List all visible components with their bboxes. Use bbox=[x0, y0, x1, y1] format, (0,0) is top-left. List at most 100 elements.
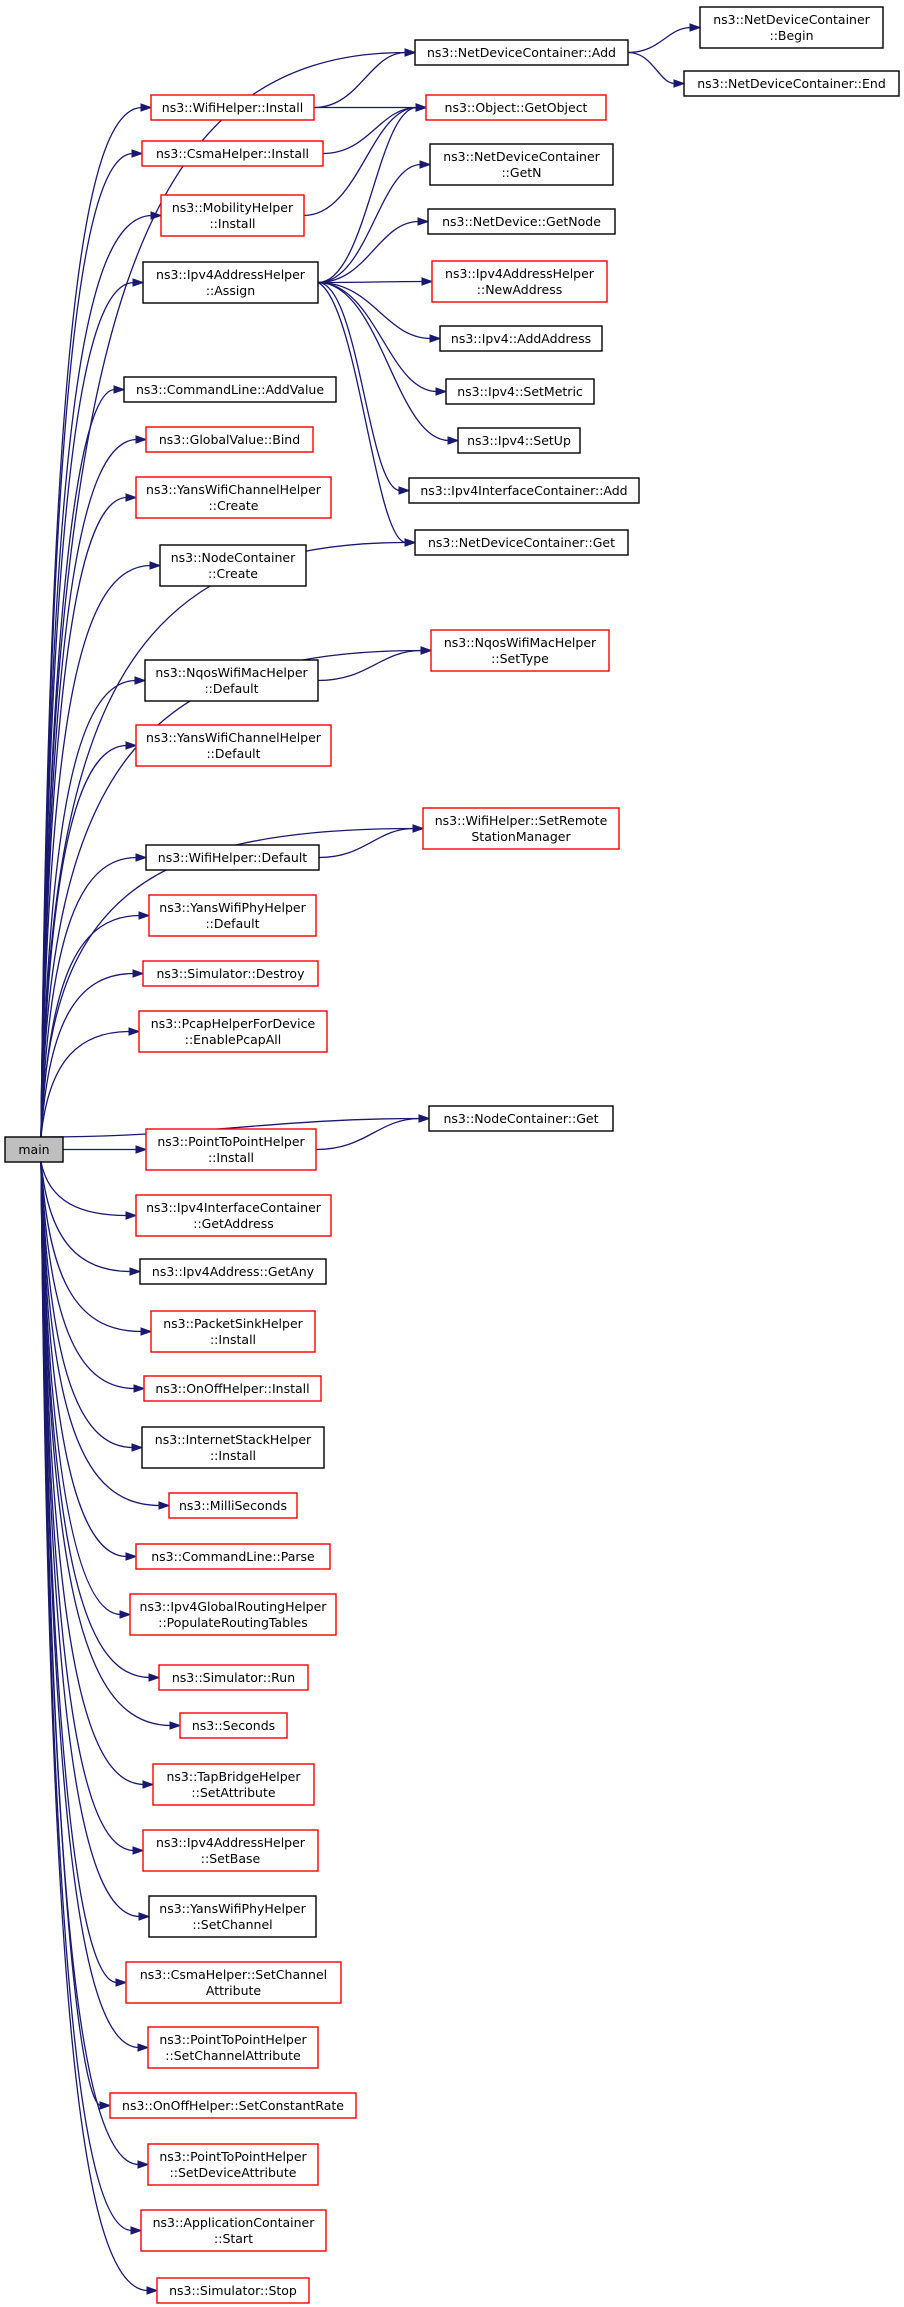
node-yansphy-default[interactable]: ns3::YansWifiPhyHelper::Default bbox=[148, 894, 317, 937]
node-nqos-settype[interactable]: ns3::NqosWifiMacHelper::SetType bbox=[430, 629, 610, 672]
node-internetstack-install[interactable]: ns3::InternetStackHelper::Install bbox=[141, 1426, 325, 1469]
node-internetstack-install-box[interactable] bbox=[141, 1426, 325, 1469]
node-csma-setchannelattr-box[interactable] bbox=[125, 1961, 342, 2004]
node-getobject[interactable]: ns3::Object::GetObject bbox=[425, 94, 607, 121]
node-ipv4-setup-box[interactable] bbox=[457, 427, 581, 454]
node-ndc-begin[interactable]: ns3::NetDeviceContainer::Begin bbox=[699, 6, 884, 49]
node-tapbridge-setattribute-box[interactable] bbox=[152, 1763, 315, 1806]
node-p2p-install[interactable]: ns3::PointToPointHelper::Install bbox=[145, 1128, 317, 1171]
node-wifihelper-install[interactable]: ns3::WifiHelper::Install bbox=[150, 94, 315, 121]
node-cmd-parse-box[interactable] bbox=[135, 1543, 331, 1570]
node-sim-run[interactable]: ns3::Simulator::Run bbox=[158, 1664, 309, 1691]
node-ipv4addr-setbase[interactable]: ns3::Ipv4AddressHelper::SetBase bbox=[142, 1829, 319, 1872]
node-netdevice-getnode[interactable]: ns3::NetDevice::GetNode bbox=[427, 208, 616, 235]
node-ndc-end[interactable]: ns3::NetDeviceContainer::End bbox=[683, 70, 900, 97]
node-p2p-setdeviceattr[interactable]: ns3::PointToPointHelper::SetDeviceAttrib… bbox=[147, 2143, 319, 2186]
node-pcap-enableall[interactable]: ns3::PcapHelperForDevice::EnablePcapAll bbox=[138, 1010, 328, 1053]
node-ipv4addr-newaddress-box[interactable] bbox=[431, 260, 608, 303]
node-yanschan-default[interactable]: ns3::YansWifiChannelHelper::Default bbox=[135, 724, 332, 767]
node-ipv4addr-assign[interactable]: ns3::Ipv4AddressHelper::Assign bbox=[142, 261, 319, 304]
node-mobility-install[interactable]: ns3::MobilityHelper::Install bbox=[160, 194, 305, 237]
node-yansphy-default-box[interactable] bbox=[148, 894, 317, 937]
node-pcap-enableall-box[interactable] bbox=[138, 1010, 328, 1053]
node-ipv4addr-setbase-box[interactable] bbox=[142, 1829, 319, 1872]
node-csma-install[interactable]: ns3::CsmaHelper::Install bbox=[141, 140, 324, 167]
node-appcontainer-start-box[interactable] bbox=[140, 2209, 327, 2252]
node-onoff-setconstantrate-box[interactable] bbox=[109, 2092, 357, 2119]
node-ipv4ic-getaddress[interactable]: ns3::Ipv4InterfaceContainer::GetAddress bbox=[135, 1194, 332, 1237]
node-p2p-setdeviceattr-box[interactable] bbox=[147, 2143, 319, 2186]
node-milliseconds[interactable]: ns3::MilliSeconds bbox=[168, 1492, 298, 1519]
node-nc-get-box[interactable] bbox=[428, 1105, 614, 1132]
node-ndc-get-box[interactable] bbox=[414, 529, 629, 556]
node-ndc-add[interactable]: ns3::NetDeviceContainer::Add bbox=[414, 39, 629, 66]
node-mobility-install-box[interactable] bbox=[160, 194, 305, 237]
node-main[interactable]: main bbox=[4, 1136, 64, 1163]
node-milliseconds-box[interactable] bbox=[168, 1492, 298, 1519]
node-wifihelper-setremote-box[interactable] bbox=[422, 807, 620, 850]
node-ipv4ic-add-box[interactable] bbox=[408, 477, 640, 504]
node-packetsink-install[interactable]: ns3::PacketSinkHelper::Install bbox=[150, 1310, 316, 1353]
node-getobject-box[interactable] bbox=[425, 94, 607, 121]
node-ndc-end-box[interactable] bbox=[683, 70, 900, 97]
node-onoff-setconstantrate[interactable]: ns3::OnOffHelper::SetConstantRate bbox=[109, 2092, 357, 2119]
node-nc-get[interactable]: ns3::NodeContainer::Get bbox=[428, 1105, 614, 1132]
node-nqos-settype-box[interactable] bbox=[430, 629, 610, 672]
node-p2p-setchannelattr-box[interactable] bbox=[147, 2026, 319, 2069]
node-p2p-setchannelattr[interactable]: ns3::PointToPointHelper::SetChannelAttri… bbox=[147, 2026, 319, 2069]
node-ipv4address-getany[interactable]: ns3::Ipv4Address::GetAny bbox=[139, 1258, 327, 1285]
node-wifihelper-default[interactable]: ns3::WifiHelper::Default bbox=[145, 844, 320, 871]
node-globalvalue-bind-box[interactable] bbox=[145, 426, 314, 453]
node-ndc-getn[interactable]: ns3::NetDeviceContainer::GetN bbox=[429, 143, 614, 186]
node-wifihelper-default-box[interactable] bbox=[145, 844, 320, 871]
node-ipv4addr-assign-box[interactable] bbox=[142, 261, 319, 304]
node-packetsink-install-box[interactable] bbox=[150, 1310, 316, 1353]
node-sim-stop-box[interactable] bbox=[156, 2277, 310, 2304]
node-yanschan-create-box[interactable] bbox=[135, 476, 332, 519]
node-ipv4-setmetric-box[interactable] bbox=[445, 378, 595, 405]
node-yansphy-setchannel-box[interactable] bbox=[148, 1895, 317, 1938]
node-ipv4-setmetric[interactable]: ns3::Ipv4::SetMetric bbox=[445, 378, 595, 405]
node-sim-run-box[interactable] bbox=[158, 1664, 309, 1691]
node-yanschan-create[interactable]: ns3::YansWifiChannelHelper::Create bbox=[135, 476, 332, 519]
node-ndc-begin-box[interactable] bbox=[699, 6, 884, 49]
node-ipv4-addaddress-box[interactable] bbox=[439, 325, 603, 352]
node-seconds-box[interactable] bbox=[179, 1712, 288, 1739]
node-nc-create[interactable]: ns3::NodeContainer::Create bbox=[159, 544, 307, 587]
node-ipv4-addaddress[interactable]: ns3::Ipv4::AddAddress bbox=[439, 325, 603, 352]
node-ipv4global-populate-box[interactable] bbox=[129, 1593, 337, 1636]
node-ipv4address-getany-box[interactable] bbox=[139, 1258, 327, 1285]
node-yansphy-setchannel[interactable]: ns3::YansWifiPhyHelper::SetChannel bbox=[148, 1895, 317, 1938]
node-ipv4ic-add[interactable]: ns3::Ipv4InterfaceContainer::Add bbox=[408, 477, 640, 504]
node-sim-destroy[interactable]: ns3::Simulator::Destroy bbox=[142, 960, 319, 987]
node-main-box[interactable] bbox=[4, 1136, 64, 1163]
node-ndc-add-box[interactable] bbox=[414, 39, 629, 66]
node-ipv4ic-getaddress-box[interactable] bbox=[135, 1194, 332, 1237]
node-cmd-addvalue-box[interactable] bbox=[123, 376, 337, 403]
node-sim-stop[interactable]: ns3::Simulator::Stop bbox=[156, 2277, 310, 2304]
node-csma-install-box[interactable] bbox=[141, 140, 324, 167]
node-ipv4addr-newaddress[interactable]: ns3::Ipv4AddressHelper::NewAddress bbox=[431, 260, 608, 303]
node-cmd-addvalue[interactable]: ns3::CommandLine::AddValue bbox=[123, 376, 337, 403]
node-onoff-install-box[interactable] bbox=[143, 1375, 322, 1402]
node-wifihelper-install-box[interactable] bbox=[150, 94, 315, 121]
node-globalvalue-bind[interactable]: ns3::GlobalValue::Bind bbox=[145, 426, 314, 453]
node-nqos-default-box[interactable] bbox=[144, 659, 319, 702]
node-onoff-install[interactable]: ns3::OnOffHelper::Install bbox=[143, 1375, 322, 1402]
node-ipv4global-populate[interactable]: ns3::Ipv4GlobalRoutingHelper::PopulateRo… bbox=[129, 1593, 337, 1636]
node-ndc-get[interactable]: ns3::NetDeviceContainer::Get bbox=[414, 529, 629, 556]
node-tapbridge-setattribute[interactable]: ns3::TapBridgeHelper::SetAttribute bbox=[152, 1763, 315, 1806]
node-p2p-install-box[interactable] bbox=[145, 1128, 317, 1171]
node-seconds[interactable]: ns3::Seconds bbox=[179, 1712, 288, 1739]
node-cmd-parse[interactable]: ns3::CommandLine::Parse bbox=[135, 1543, 331, 1570]
node-nqos-default[interactable]: ns3::NqosWifiMacHelper::Default bbox=[144, 659, 319, 702]
node-sim-destroy-box[interactable] bbox=[142, 960, 319, 987]
node-ndc-getn-box[interactable] bbox=[429, 143, 614, 186]
node-yanschan-default-box[interactable] bbox=[135, 724, 332, 767]
node-csma-setchannelattr[interactable]: ns3::CsmaHelper::SetChannelAttribute bbox=[125, 1961, 342, 2004]
node-appcontainer-start[interactable]: ns3::ApplicationContainer::Start bbox=[140, 2209, 327, 2252]
node-nc-create-box[interactable] bbox=[159, 544, 307, 587]
node-ipv4-setup[interactable]: ns3::Ipv4::SetUp bbox=[457, 427, 581, 454]
node-netdevice-getnode-box[interactable] bbox=[427, 208, 616, 235]
